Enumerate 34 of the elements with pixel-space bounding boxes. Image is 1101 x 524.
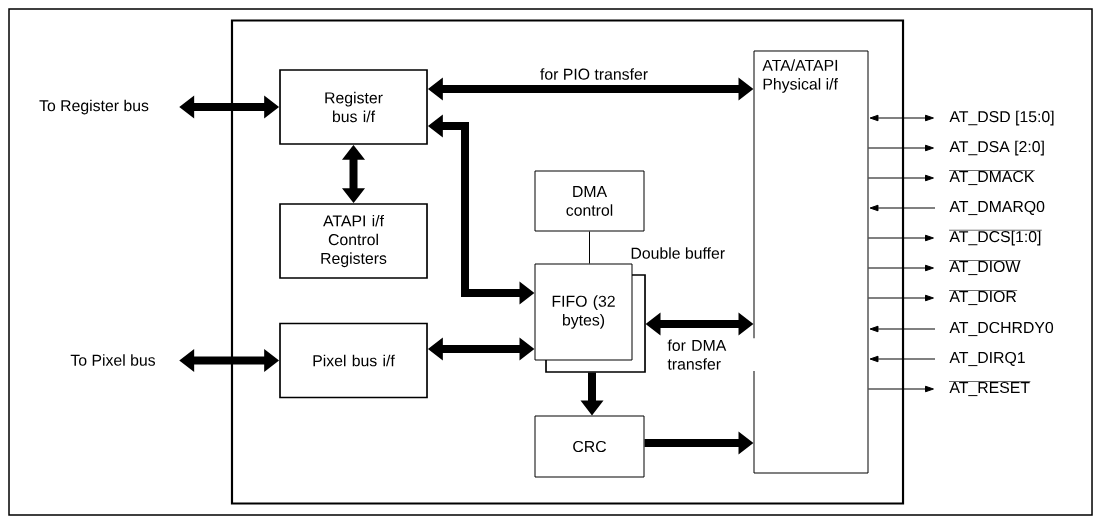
bus-label: To Register bus (39, 99, 149, 115)
bus-label: To Pixel bus (70, 354, 156, 366)
signal-arrow (868, 144, 934, 152)
signal-arrow (869, 204, 936, 212)
interface-box: ATA/ATAPI Physical i/f (753, 50, 869, 474)
block-box: Pixel bus i/f (279, 322, 428, 399)
signal-arrow (869, 114, 934, 122)
signal-arrow (868, 264, 934, 272)
signal-arrow (868, 174, 934, 182)
edge-label: for DMA transfer (666, 338, 762, 371)
signal-name: AT_DCS[1:0] (948, 229, 1043, 246)
fifo-box: FIFO (32 bytes) (534, 263, 646, 373)
signal-name: AT_DIRQ1 (949, 351, 1025, 367)
signal-arrow (869, 325, 936, 333)
signal-arrow (868, 385, 934, 393)
block-box: DMA control (534, 170, 645, 232)
signal-arrow (868, 294, 934, 302)
signal-name: AT_DSD [15:0] (949, 110, 1054, 126)
edge-label: for PIO transfer (538, 67, 650, 81)
signal-name: AT_RESET (948, 381, 1031, 397)
signal-name: AT_DMARQ0 (949, 200, 1045, 216)
signal-arrow (869, 355, 936, 363)
signal-name: AT_DIOR (948, 290, 1018, 306)
signal-name: AT_DSA [2:0] (949, 140, 1044, 156)
signal-arrow (868, 234, 934, 242)
signal-name: AT_DCHRDY0 (949, 321, 1054, 337)
block-box: ATAPI i/f Control Registers (279, 203, 428, 279)
block-outline (230, 19, 905, 505)
buffer-label: Double buffer (631, 247, 725, 259)
signal-name: AT_DIOW (948, 260, 1021, 276)
block-box: CRC (534, 415, 645, 478)
block-box: Register bus i/f (279, 69, 428, 145)
connector-line (589, 231, 590, 264)
signal-name: AT_DMACK (948, 170, 1036, 186)
